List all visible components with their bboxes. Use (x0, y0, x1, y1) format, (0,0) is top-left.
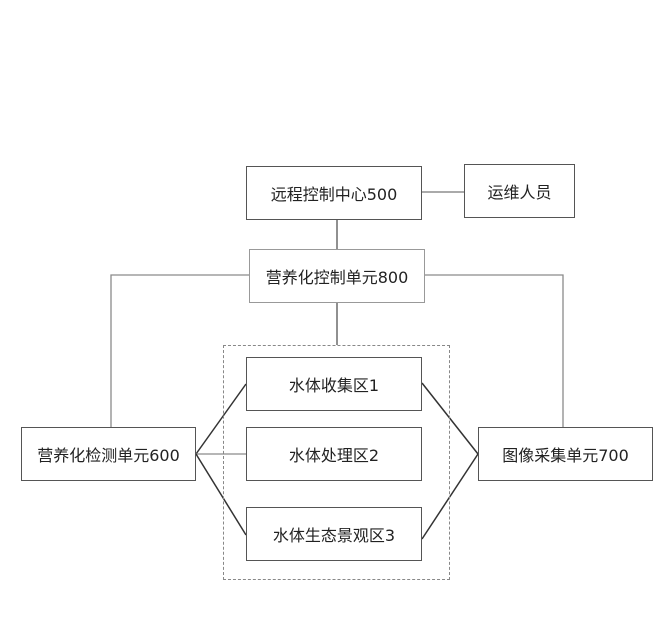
water-zones-group (223, 345, 450, 580)
image-acquisition-unit-box: 图像采集单元700 (478, 427, 653, 481)
connector-zone1-to-image (421, 382, 479, 455)
eutrophication-detection-unit-box: 营养化检测单元600 (21, 427, 196, 481)
connector-detection-to-zone1 (195, 383, 247, 455)
connector-control-to-detection (110, 274, 249, 427)
water-treatment-zone-box: 水体处理区2 (246, 427, 422, 481)
connector-detection-to-zone3 (195, 453, 247, 536)
maintenance-staff-box: 运维人员 (464, 164, 575, 218)
water-collection-zone-box: 水体收集区1 (246, 357, 422, 411)
eutrophication-control-unit-box: 营养化控制单元800 (249, 249, 425, 303)
connector-zone3-to-image (421, 453, 479, 540)
water-landscape-zone-box: 水体生态景观区3 (246, 507, 422, 561)
connector-control-to-image (425, 274, 564, 427)
remote-control-center-box: 远程控制中心500 (246, 166, 422, 220)
